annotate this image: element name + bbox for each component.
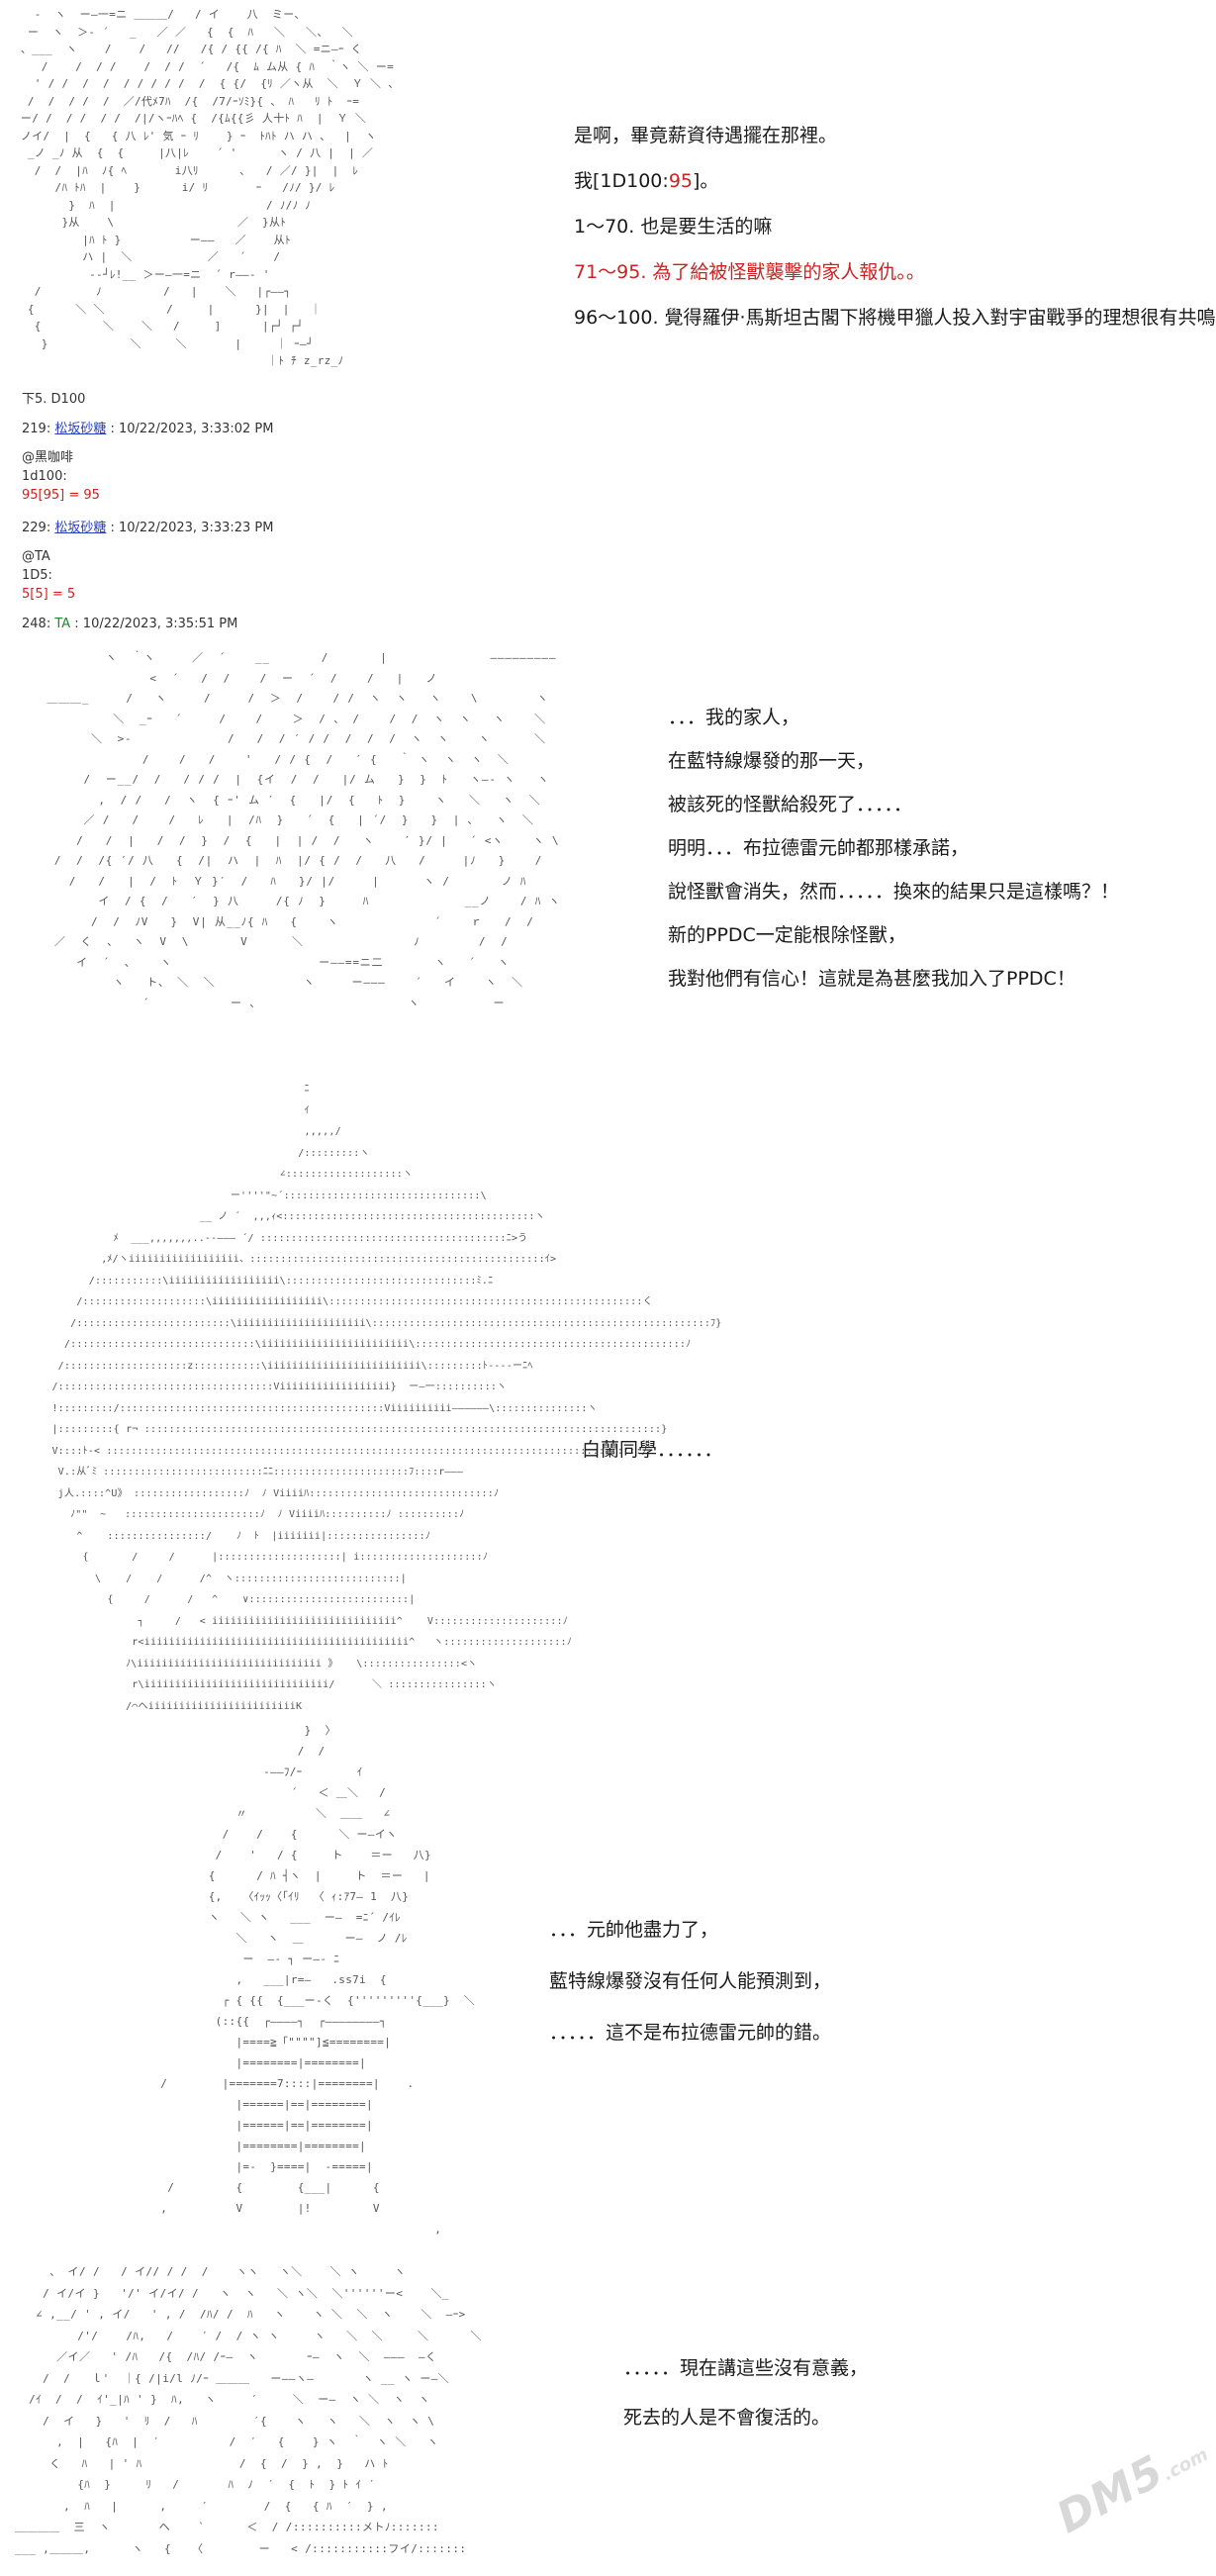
post-header: 229: 松坂砂糖 : 10/22/2023, 3:33:23 PM [22,520,273,538]
poster-name-link[interactable]: 松坂砂糖 [54,521,107,535]
dialogue-line-highlight: 71〜95. 為了給被怪獸襲擊的家人報仇。。 [574,261,925,283]
dialogue-line: 被該死的怪獸給殺死了．．．．． [668,794,913,815]
post-body-line: @黑咖啡 [22,449,74,465]
dice-result: 5[5] = 5 [22,586,76,602]
ascii-art-1: - ヽ ー―一=ニ ＿＿＿/ / イ 八 ミー、 ー ヽ ＞‐ ´ _ ／ ／ … [20,8,400,367]
dice-value: 95 [668,170,693,192]
post-body-line: @TA [22,548,50,564]
dialogue-5: ．．．．．現在講這些沒有意義， 死去的人是不會復活的。 [623,2353,868,2452]
dialogue-line: ．．．．．現在講這些沒有意義， [623,2357,869,2379]
post-date: : 10/22/2023, 3:33:23 PM [106,521,274,535]
dialogue-3: 白蘭同學．．．．．． [582,1435,723,1462]
dialogue-line: ．．．元帥他盡力了， [549,1919,719,1941]
dialogue-2: ．．．我的家人， 在藍特線爆發的那一天， 被該死的怪獸給殺死了．．．．． 明明．… [668,703,1119,1007]
post-body-line: 1D5: [22,567,52,583]
ascii-art-2: ヽ ｀ヽ ／ ´ __ / | ――――――――― < ´ / / / ー ´ … [47,651,561,1009]
dialogue-line: 我[1D100:95]。 [574,166,1216,212]
post-header: 下5. D100 [22,392,86,407]
post-header: 219: 松坂砂糖 : 10/22/2023, 3:33:02 PM [22,421,273,439]
dialogue-line: 96〜100. 覺得羅伊·馬斯坦古閣下將機甲獵人投入對宇宙戰爭的理想很有共鳴 [574,307,1216,329]
dialogue-line: 是啊，畢竟薪資待遇擺在那裡。 [574,125,838,146]
page: - ヽ ー―一=ニ ＿＿＿/ / イ 八 ミー、 ー ヽ ＞‐ ´ _ ／ ／ … [15,8,1216,2555]
dice-result: 95[95] = 95 [22,487,100,503]
site-watermark-logo: DM5.com [1049,2443,1212,2544]
dialogue-line-text: 我[1D100:95]。 [574,170,719,192]
dialogue-line: 明明．．．布拉德雷元帥都那樣承諾， [668,837,970,859]
roll-post-0: 下5. D100 [22,391,85,410]
ascii-art-4: } 〉 / / ‐――ﾌ/ｰ ｲ ´ ＜ ＿＼ / 〃 ＼ ＿＿ ∠ / / {… [160,1724,476,2236]
poster-name-link[interactable]: 松坂砂糖 [54,422,107,436]
dialogue-line: 我對他們有信心！這就是為甚麼我加入了PPDC！ [668,968,1076,990]
dialogue-line: 死去的人是不會復活的。 [623,2407,831,2429]
dialogue-line: 藍特線爆發沒有任何人能預測到， [549,1970,832,1992]
roll-post-248: 248: TA : 10/22/2023, 3:35:51 PM [22,616,237,634]
dialogue-line: ．．．我的家人， [668,707,800,728]
dialogue-line: 說怪獸會消失，然而．．．．．換來的結果只是這樣嗎？！ [668,881,1120,903]
post-number: 229: [22,521,55,535]
roll-post-229: 229: 松坂砂糖 : 10/22/2023, 3:33:23 PM @TA 1… [22,520,273,604]
post-date: : 10/22/2023, 3:33:02 PM [106,422,274,436]
dialogue-4: ．．．元帥他盡力了， 藍特線爆發沒有任何人能預測到， ．．．．．這不是布拉德雷元… [549,1915,831,2069]
post-body-line: 1d100: [22,468,67,484]
dialogue-line: 白蘭同學．．．．．． [582,1439,723,1461]
dialogue-1: 是啊，畢竟薪資待遇擺在那裡。 我[1D100:95]。 1〜70. 也是要生活的… [574,121,1216,348]
dialogue-line: ．．．．．這不是布拉德雷元帥的錯。 [549,2022,832,2044]
dialogue-line: 在藍特線爆發的那一天， [668,750,876,772]
post-number: 219: [22,422,55,436]
ascii-art-3: ﾆ ｲ ,,,,,/ /:::::::::ヽ ∠::::::::: [51,1084,722,1712]
dialogue-line: 新的PPDC一定能根除怪獸， [668,924,906,946]
post-number: 248: [22,617,55,631]
post-date: : 10/22/2023, 3:35:51 PM [70,617,238,631]
dialogue-line: 1〜70. 也是要生活的嘛 [574,216,773,238]
ascii-art-5: 、 イ/ / / イ// / / / ヽヽ ヽ＼ ＼ ヽ ヽ / イ/イ } '… [15,2265,482,2555]
poster-name: TA [54,617,71,631]
roll-post-219: 219: 松坂砂糖 : 10/22/2023, 3:33:02 PM @黑咖啡 … [22,421,273,505]
post-header: 248: TA : 10/22/2023, 3:35:51 PM [22,616,237,634]
